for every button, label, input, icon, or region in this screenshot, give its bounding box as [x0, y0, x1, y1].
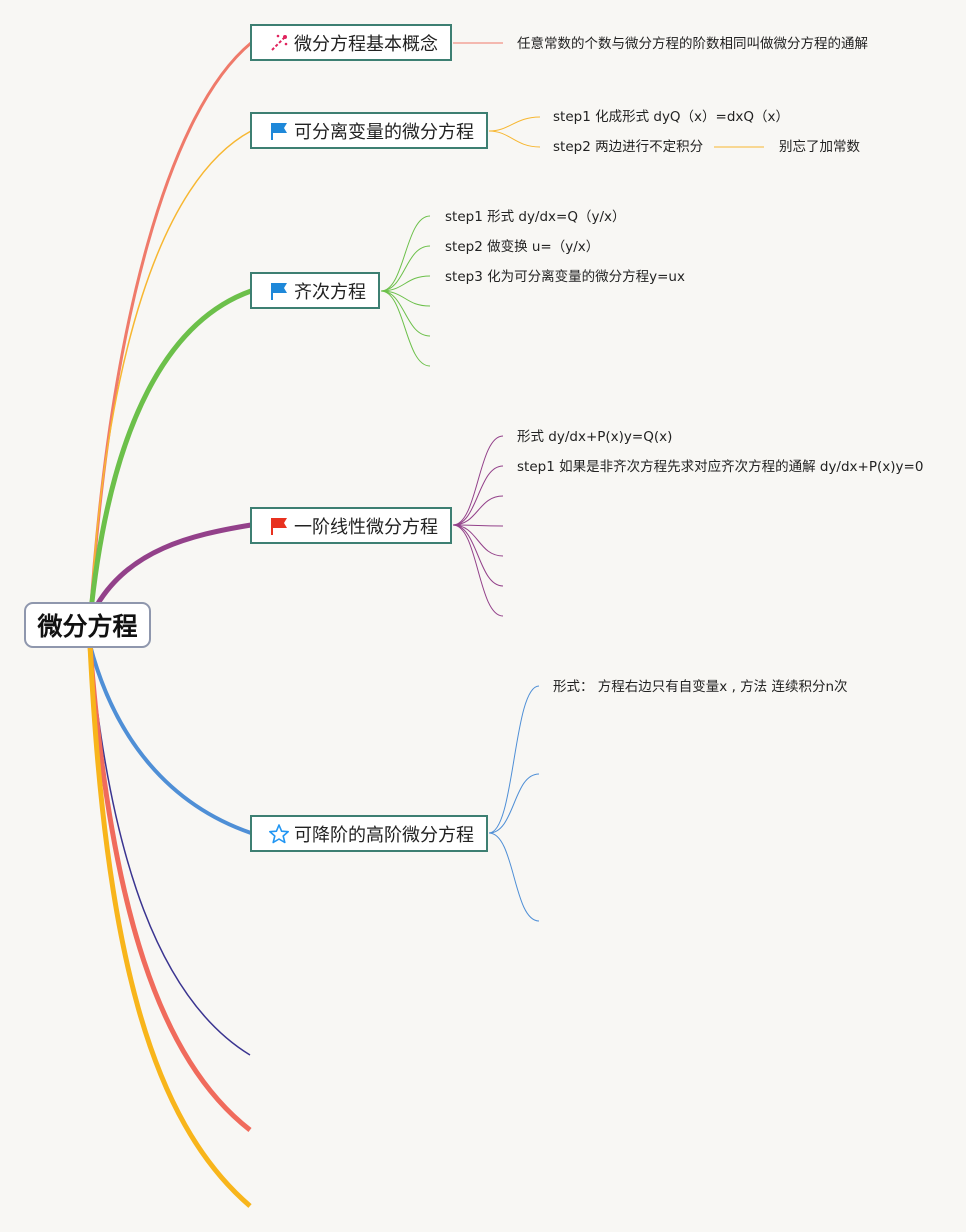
branch-node-reducible-order[interactable]: 可降阶的高阶微分方程 [250, 815, 488, 852]
leaf-connector [452, 524, 504, 617]
leaf-connector [488, 116, 541, 132]
leaf-connector [452, 435, 504, 526]
leaf-connector [452, 495, 504, 526]
leaf-separable-step2[interactable]: step2 两边进行不定积分 [553, 139, 704, 155]
branch-label: 微分方程基本概念 [294, 33, 438, 55]
leaf-general-solution[interactable]: 任意常数的个数与微分方程的阶数相同叫做微分方程的通解 [517, 36, 868, 52]
connector-first-order-linear [94, 522, 252, 607]
branch-label: 可分离变量的微分方程 [294, 121, 474, 143]
leaf-separable-step1[interactable]: step1 化成形式 dyQ（x）=dxQ（x） [553, 109, 790, 125]
blue-flag-icon [268, 280, 290, 302]
leaf-connector [488, 130, 541, 148]
branch-node-homogeneous[interactable]: 齐次方程 [250, 272, 380, 309]
branch-node-basic-concept[interactable]: 微分方程基本概念 [250, 24, 452, 61]
connector-reducible-order [88, 644, 252, 835]
leaf-connector [488, 773, 540, 834]
root-label: 微分方程 [37, 612, 138, 641]
connector-extra-yellow [87, 644, 252, 1208]
leaf-connector [452, 465, 504, 526]
leaf-connector [380, 290, 431, 337]
blue-flag-icon [268, 120, 290, 142]
leaf-connector [380, 215, 431, 292]
leaf-connector [452, 524, 504, 587]
connector-extra-red [87, 644, 252, 1132]
leaf-homogeneous-step1[interactable]: step1 形式 dy/dx=Q（y/x） [445, 209, 626, 225]
leaf-connector [452, 524, 504, 557]
branch-node-first-order-linear[interactable]: 一阶线性微分方程 [250, 507, 452, 544]
leaf-linear-form[interactable]: 形式 dy/dx+P(x)y=Q(x) [517, 429, 673, 445]
connector-homogeneous [87, 288, 252, 621]
connector-basic-concept [88, 41, 252, 621]
leaf-homogeneous-step2[interactable]: step2 做变换 u=（y/x） [445, 239, 600, 255]
branch-node-separable[interactable]: 可分离变量的微分方程 [250, 112, 488, 149]
leaf-connector [452, 524, 504, 527]
red-flag-icon [268, 515, 290, 537]
branch-label: 可降阶的高阶微分方程 [294, 824, 474, 846]
leaf-connector [488, 685, 540, 834]
star-icon [268, 823, 290, 845]
leaf-reducible-form[interactable]: 形式： 方程右边只有自变量x , 方法 连续积分n次 [553, 679, 848, 695]
magic-wand-icon [268, 32, 290, 54]
leaf-connector [488, 832, 540, 922]
leaf-linear-step1[interactable]: step1 如果是非齐次方程先求对应齐次方程的通解 dy/dx+P(x)y=0 [517, 459, 924, 475]
leaf-homogeneous-step3[interactable]: step3 化为可分离变量的微分方程y=ux [445, 269, 685, 285]
connector-separable [89, 130, 252, 621]
branch-label: 齐次方程 [294, 281, 366, 303]
leaf-connector [380, 290, 431, 367]
leaf-add-constant[interactable]: 别忘了加常数 [779, 139, 860, 155]
root-node[interactable]: 微分方程 [24, 602, 151, 648]
leaf-connector [380, 275, 431, 292]
leaf-connector [380, 245, 431, 292]
branch-label: 一阶线性微分方程 [294, 516, 438, 538]
